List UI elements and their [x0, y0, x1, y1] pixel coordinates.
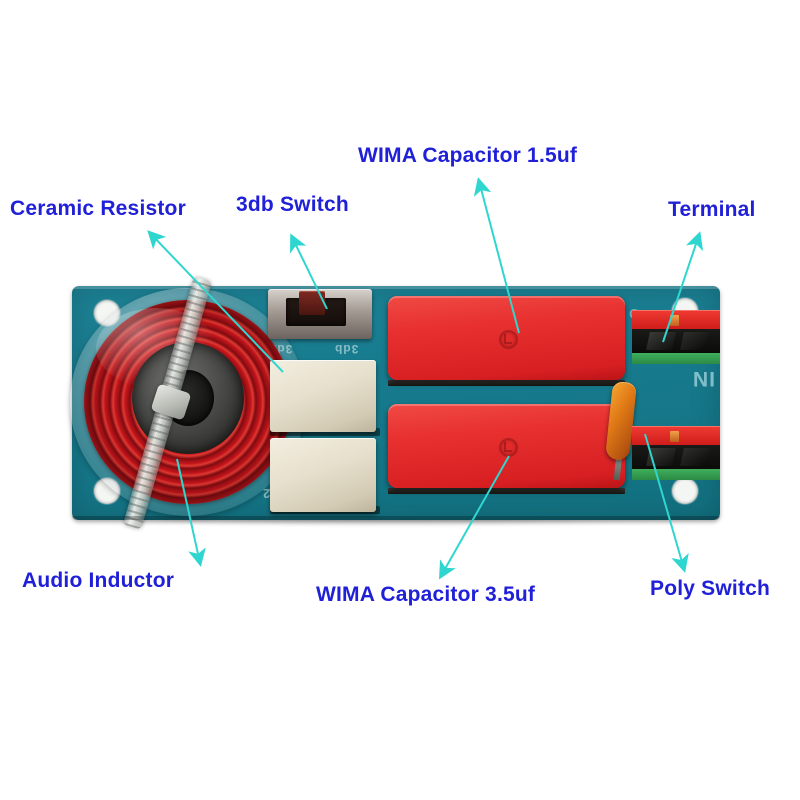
capacitor-top-lead — [388, 380, 625, 386]
terminal-block-bottom[interactable] — [632, 426, 720, 482]
capacitor-emboss-mark — [498, 330, 518, 349]
crossover-pcb: 3db 3db WIMA × 2 IN T O — [70, 276, 720, 530]
terminal-clip-left — [646, 332, 676, 350]
resistor-1-shadow — [270, 428, 380, 436]
terminal-green-base — [632, 469, 720, 480]
wima-capacitor-3-5uf — [388, 404, 625, 488]
switch-actuator[interactable] — [299, 291, 325, 315]
ceramic-resistor-2 — [270, 438, 376, 512]
silkscreen-input: IN — [692, 367, 715, 390]
wima-capacitor-1-5uf — [388, 296, 625, 380]
label-3db-switch: 3db Switch — [236, 193, 349, 216]
silkscreen-3db-right: 3db — [334, 342, 359, 356]
3db-slide-switch[interactable] — [268, 289, 372, 339]
terminal-screw[interactable] — [670, 315, 679, 326]
label-terminal: Terminal — [668, 198, 756, 221]
terminal-clip-left — [646, 448, 676, 466]
label-wima-capacitor-1-5uf: WIMA Capacitor 1.5uf — [358, 144, 578, 167]
ceramic-resistor-1 — [270, 360, 376, 432]
label-poly-switch: Poly Switch — [650, 577, 771, 600]
terminal-clip-right — [680, 332, 710, 350]
terminal-block-top[interactable] — [632, 310, 720, 366]
terminal-clip-right — [680, 448, 710, 466]
terminal-green-base — [632, 353, 720, 364]
label-ceramic-resistor: Ceramic Resistor — [10, 197, 186, 220]
terminal-screw[interactable] — [670, 431, 679, 442]
label-wima-capacitor-3-5uf: WIMA Capacitor 3.5uf — [316, 583, 536, 606]
capacitor-bottom-lead — [388, 488, 625, 494]
label-audio-inductor: Audio Inductor — [22, 569, 175, 592]
capacitor-emboss-mark — [498, 438, 518, 457]
pcb-drop-shadow — [78, 516, 718, 526]
